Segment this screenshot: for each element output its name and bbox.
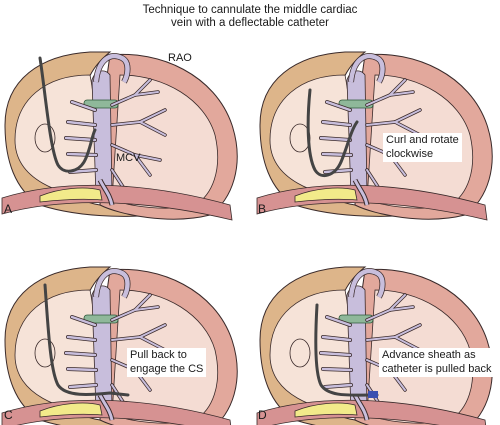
figure-title-line1: Technique to cannulate the middle cardia… bbox=[142, 4, 358, 16]
panel-a bbox=[2, 52, 237, 220]
note-b-line2: clockwise bbox=[386, 147, 434, 160]
catheter-c bbox=[43, 283, 130, 397]
note-b-line1: Curl and rotate bbox=[386, 134, 459, 146]
panel-letter-c: C bbox=[4, 408, 13, 422]
label-mcv: MCV bbox=[116, 152, 141, 164]
note-d-line2: catheter is pulled back bbox=[382, 362, 492, 375]
note-c-line2: engage the CS bbox=[130, 362, 204, 375]
catheter-a bbox=[38, 56, 97, 173]
catheter-b bbox=[306, 88, 359, 178]
panel-letter-b: B bbox=[258, 202, 267, 216]
figure-title-line2: vein with a deflectable catheter bbox=[171, 17, 329, 29]
note-c: Pull back to engage the CS bbox=[127, 348, 207, 377]
panel-letter-a: A bbox=[4, 202, 13, 216]
note-d-line1: Advance sheath as bbox=[382, 349, 476, 361]
sheath-tip-d bbox=[368, 391, 378, 398]
panel-d bbox=[257, 267, 492, 425]
note-d: Advance sheath as catheter is pulled bac… bbox=[379, 348, 495, 377]
panel-letter-d: D bbox=[258, 408, 267, 422]
panel-b bbox=[257, 52, 492, 220]
panel-c bbox=[2, 267, 237, 425]
note-c-line1: Pull back to bbox=[130, 349, 187, 361]
catheter-d bbox=[314, 303, 379, 397]
label-rao: RAO bbox=[168, 52, 192, 64]
note-b: Curl and rotate clockwise bbox=[383, 133, 462, 162]
